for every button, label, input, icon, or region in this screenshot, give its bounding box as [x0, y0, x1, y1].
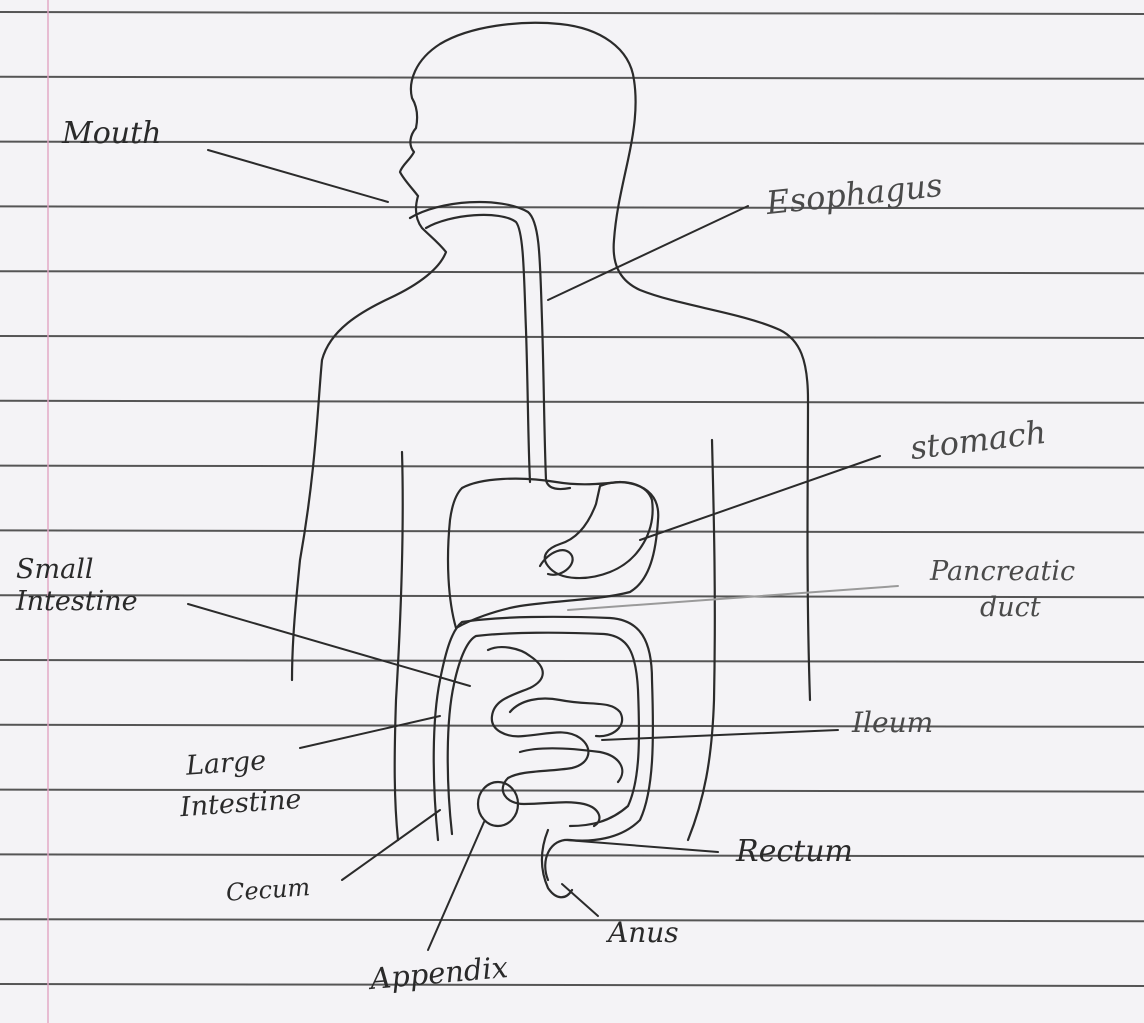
leader-pancreatic-duct [568, 586, 898, 610]
ruled-line [0, 336, 1144, 338]
ruled-line [0, 725, 1144, 727]
body-outline [292, 23, 810, 897]
label-rectum: Rectum [736, 836, 853, 868]
ruled-line [0, 854, 1144, 856]
leader-esophagus [548, 206, 748, 300]
label-cecum: Cecum [225, 875, 311, 906]
label-mouth: Mouth [62, 118, 161, 150]
leader-small-intestine [188, 604, 470, 686]
label-large-intestine-line1: Large [185, 747, 267, 781]
neck-front [292, 196, 446, 680]
leader-ileum [602, 730, 838, 740]
leader-stomach [640, 456, 880, 540]
ruled-line [0, 271, 1144, 273]
small-intestine-coils [488, 647, 622, 826]
leader-mouth [208, 150, 388, 202]
esophagus-tube [410, 202, 570, 489]
left-arm-inner [395, 452, 403, 840]
ruled-line [0, 790, 1144, 792]
label-small-intestine-line1: Small [16, 556, 93, 584]
ruled-line [0, 12, 1144, 14]
ruled-line [0, 595, 1144, 597]
label-small-intestine-line2: Intestine [16, 588, 138, 616]
ruled-line [0, 530, 1144, 532]
label-anus: Anus [608, 918, 679, 947]
ruled-line [0, 77, 1144, 79]
head-outline [400, 23, 810, 700]
right-arm-inner [688, 440, 715, 840]
ruled-line [0, 466, 1144, 468]
ruled-line [0, 660, 1144, 662]
stomach-shape [545, 482, 653, 578]
leader-rectum [566, 840, 718, 852]
ruled-line [0, 919, 1144, 921]
leader-cecum [342, 810, 440, 880]
ruled-line [0, 206, 1144, 208]
leader-lines [188, 150, 898, 950]
label-pancreatic-duct-line2: duct [980, 594, 1041, 622]
ruled-line [0, 401, 1144, 403]
cecum-appendix-shape [478, 782, 518, 826]
ruled-line [0, 984, 1144, 986]
leader-appendix [428, 822, 484, 950]
label-pancreatic-duct-line1: Pancreatic [930, 558, 1075, 586]
ruled-line [0, 142, 1144, 144]
label-ileum: Ileum [852, 708, 933, 737]
leader-anus [562, 884, 598, 916]
leader-large-intestine [300, 716, 440, 748]
